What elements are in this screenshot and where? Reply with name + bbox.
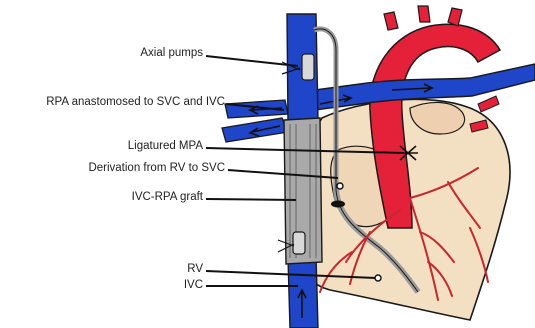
- derivation-marker: [337, 183, 343, 189]
- axial-pump-upper: [302, 54, 314, 80]
- aortic-branch-1: [384, 12, 398, 30]
- label-ivc-rpa-graft: IVC-RPA graft: [132, 191, 203, 203]
- aortic-branch-3: [448, 8, 462, 26]
- label-rpa-anastomosed: RPA anastomosed to SVC and IVC: [46, 96, 225, 108]
- aortic-branch-2: [418, 6, 430, 22]
- leader-rv-end: [375, 275, 381, 281]
- label-axial-pumps: Axial pumps: [140, 47, 203, 59]
- leader-ivc-rpa-graft: [206, 199, 296, 200]
- leader-axial-pumps: [206, 56, 298, 66]
- label-derivation: Derivation from RV to SVC: [88, 162, 225, 174]
- label-rv: RV: [187, 263, 203, 275]
- label-ivc: IVC: [184, 279, 203, 291]
- label-ligatured-mpa: Ligatured MPA: [128, 140, 203, 152]
- pulmonary-vein-stub-1: [478, 96, 499, 112]
- derivation-inlet: [331, 201, 345, 208]
- axial-pump-lower: [293, 232, 305, 254]
